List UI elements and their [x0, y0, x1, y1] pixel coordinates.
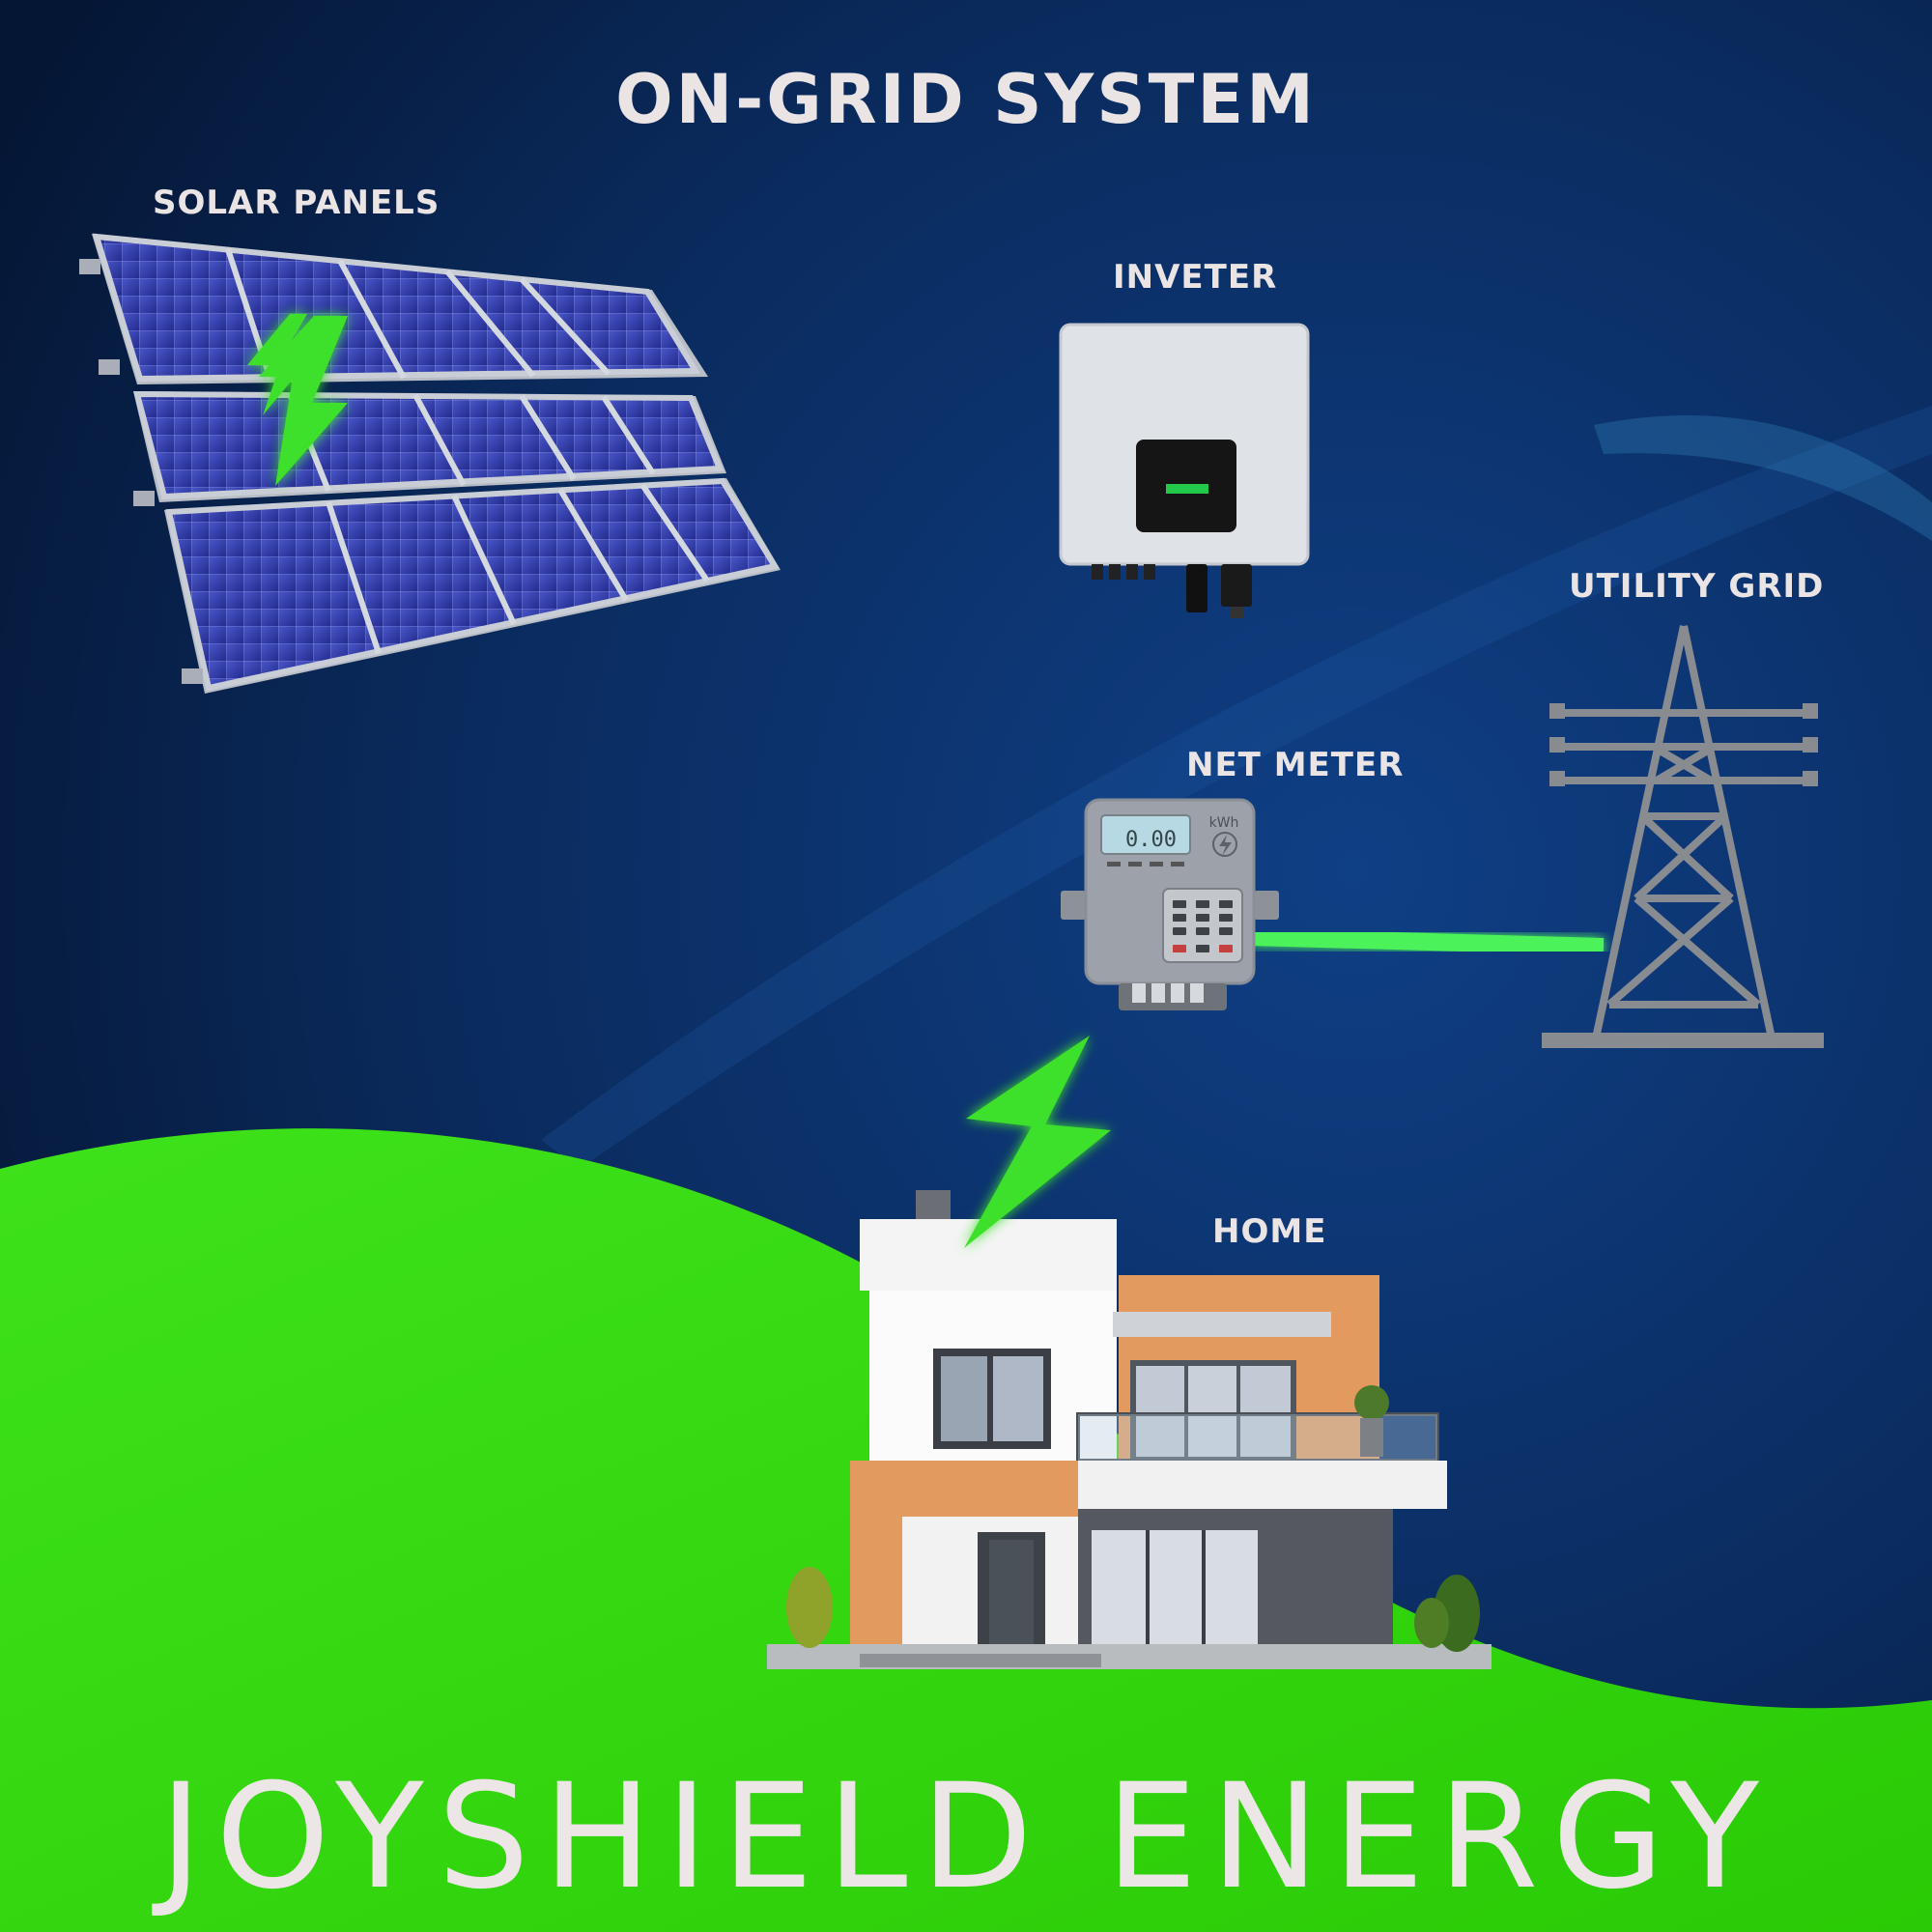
label-inverter: INVETER — [1113, 258, 1278, 297]
label-utility-grid: UTILITY GRID — [1569, 567, 1825, 606]
brand-name: JOYSHIELD ENERGY — [159, 1753, 1773, 1921]
background-streak — [1594, 415, 1932, 541]
meter-reading: 0.00 — [1125, 828, 1177, 852]
power-tower-icon — [1542, 625, 1824, 1048]
power-tower-insulators — [1549, 703, 1818, 786]
net-meter-icon: 0.00 kWh — [1061, 798, 1279, 1010]
label-net-meter: NET METER — [1186, 746, 1405, 784]
lightning-icon — [964, 1036, 1111, 1248]
label-solar-panels: SOLAR PANELS — [153, 184, 440, 222]
solar-panel-icon — [79, 233, 781, 694]
house-icon — [767, 1190, 1492, 1669]
inverter-icon — [1059, 323, 1310, 618]
background-streak — [541, 406, 1932, 1169]
wire-meter-to-grid — [1250, 928, 1605, 955]
page-title: ON-GRID SYSTEM — [615, 60, 1317, 139]
lightning-icon — [259, 316, 348, 486]
label-home: HOME — [1212, 1212, 1327, 1251]
meter-unit: kWh — [1209, 815, 1239, 831]
